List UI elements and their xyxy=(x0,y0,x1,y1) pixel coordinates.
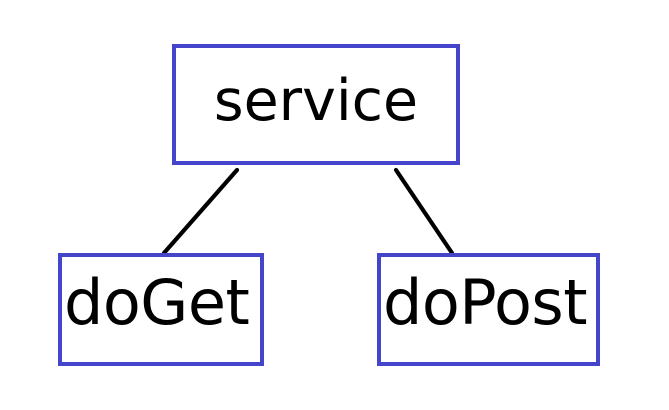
node-service-label: service xyxy=(213,68,419,134)
node-doget[interactable]: doGet xyxy=(58,253,264,366)
connector-service-to-doget xyxy=(161,167,240,256)
node-dopost[interactable]: doPost xyxy=(377,253,600,366)
node-service[interactable]: service xyxy=(172,44,460,165)
node-dopost-label: doPost xyxy=(383,266,588,339)
node-doget-label: doGet xyxy=(64,266,250,339)
connector-service-to-dopost xyxy=(393,167,455,256)
